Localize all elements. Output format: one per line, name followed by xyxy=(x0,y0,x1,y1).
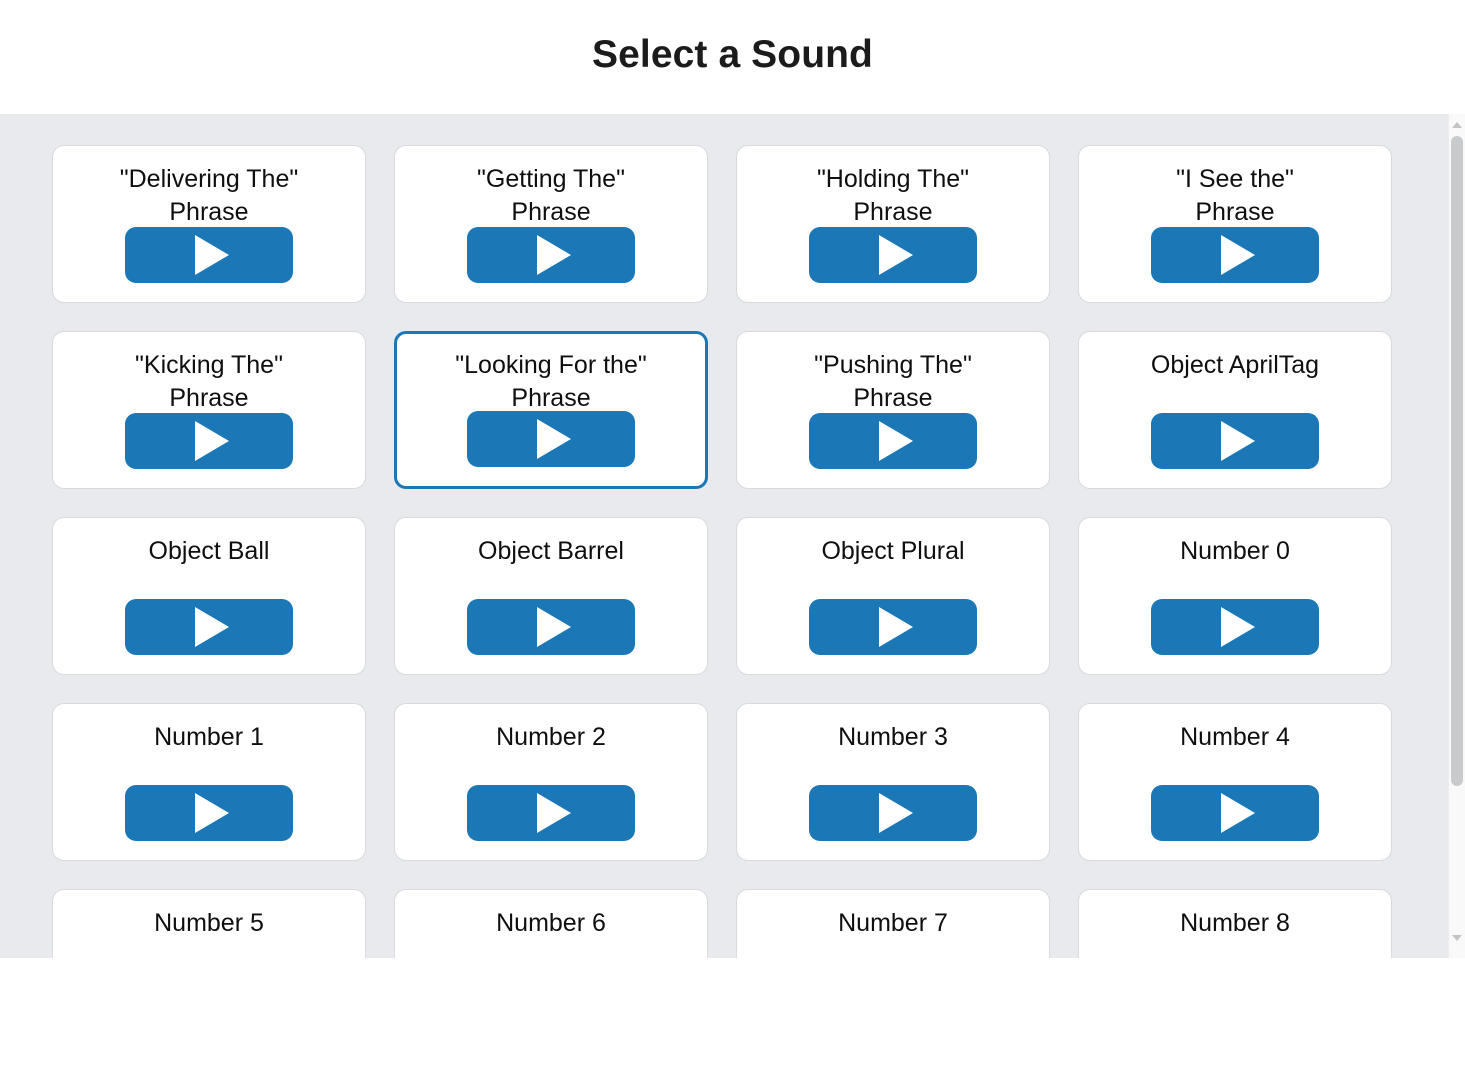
play-triangle-icon xyxy=(879,793,913,833)
chevron-up-icon[interactable] xyxy=(1449,116,1465,133)
play-triangle-icon xyxy=(195,607,229,647)
play-triangle-icon xyxy=(537,235,571,275)
sound-card-label: Object AprilTag xyxy=(1150,351,1320,379)
sound-card-label: "Getting The" Phrase xyxy=(477,165,625,226)
sound-card[interactable]: Object AprilTag xyxy=(1078,331,1392,489)
play-icon[interactable] xyxy=(809,227,977,283)
sound-card[interactable]: "Kicking The" Phrase xyxy=(52,331,366,489)
sound-card-label: Number 5 xyxy=(154,909,264,937)
play-triangle-icon xyxy=(1221,793,1255,833)
play-icon[interactable] xyxy=(467,785,635,841)
play-triangle-icon xyxy=(879,607,913,647)
play-icon[interactable] xyxy=(467,411,635,467)
sound-card-label: "Looking For the" Phrase xyxy=(455,351,647,412)
sound-card-label: Object Ball xyxy=(148,537,270,565)
sound-card-label: Number 0 xyxy=(1180,537,1290,565)
sound-card[interactable]: Object Barrel xyxy=(394,517,708,675)
play-icon[interactable] xyxy=(125,227,293,283)
play-icon[interactable] xyxy=(125,413,293,469)
vertical-scrollbar[interactable] xyxy=(1448,114,1465,958)
play-triangle-icon xyxy=(195,235,229,275)
sound-card-label: Object Barrel xyxy=(478,537,624,565)
play-icon[interactable] xyxy=(1151,599,1319,655)
sound-card[interactable]: Number 3 xyxy=(736,703,1050,861)
play-icon[interactable] xyxy=(809,413,977,469)
dialog-footer: Cancel Send to Robot xyxy=(0,958,1465,1091)
scrollbar-thumb[interactable] xyxy=(1451,136,1463,786)
sound-card-label: "Pushing The" Phrase xyxy=(814,351,972,412)
sound-card[interactable]: Number 0 xyxy=(1078,517,1392,675)
play-triangle-icon xyxy=(537,607,571,647)
sound-card-label: "I See the" Phrase xyxy=(1176,165,1294,226)
chevron-down-icon[interactable] xyxy=(1449,929,1465,946)
sound-card[interactable]: "Looking For the" Phrase xyxy=(394,331,708,489)
sound-card[interactable]: Number 7 xyxy=(736,889,1050,958)
dialog-header: Select a Sound xyxy=(0,0,1465,114)
play-triangle-icon xyxy=(537,419,571,459)
sound-card[interactable]: "Holding The" Phrase xyxy=(736,145,1050,303)
sound-card-label: Number 6 xyxy=(496,909,606,937)
play-triangle-icon xyxy=(1221,421,1255,461)
sound-card[interactable]: Number 8 xyxy=(1078,889,1392,958)
sound-card-grid: "Delivering The" Phrase "Getting The" Phr… xyxy=(0,114,1447,958)
sound-card[interactable]: Number 4 xyxy=(1078,703,1392,861)
play-triangle-icon xyxy=(1221,235,1255,275)
sound-card[interactable]: Object Ball xyxy=(52,517,366,675)
sound-card-label: Number 4 xyxy=(1180,723,1290,751)
play-triangle-icon xyxy=(537,793,571,833)
play-icon[interactable] xyxy=(809,785,977,841)
sound-card-label: "Holding The" Phrase xyxy=(816,165,970,226)
play-triangle-icon xyxy=(879,235,913,275)
sound-card-label: Number 3 xyxy=(838,723,948,751)
sound-card[interactable]: "Getting The" Phrase xyxy=(394,145,708,303)
play-triangle-icon xyxy=(879,421,913,461)
sound-card-label: Number 8 xyxy=(1180,909,1290,937)
sound-card-label: Number 2 xyxy=(496,723,606,751)
play-icon[interactable] xyxy=(467,599,635,655)
play-icon[interactable] xyxy=(125,785,293,841)
sound-list-scroll-area[interactable]: "Delivering The" Phrase "Getting The" Phr… xyxy=(0,114,1465,958)
sound-card[interactable]: "Delivering The" Phrase xyxy=(52,145,366,303)
sound-card[interactable]: "Pushing The" Phrase xyxy=(736,331,1050,489)
sound-card-label: Object Plural xyxy=(821,537,965,565)
play-icon[interactable] xyxy=(809,599,977,655)
sound-card[interactable]: "I See the" Phrase xyxy=(1078,145,1392,303)
play-icon[interactable] xyxy=(1151,785,1319,841)
sound-card-label: "Kicking The" Phrase xyxy=(135,351,283,412)
play-triangle-icon xyxy=(1221,607,1255,647)
sound-card-label: Number 7 xyxy=(838,909,948,937)
sound-card[interactable]: Number 2 xyxy=(394,703,708,861)
sound-card[interactable]: Number 1 xyxy=(52,703,366,861)
play-icon[interactable] xyxy=(1151,413,1319,469)
play-icon[interactable] xyxy=(125,599,293,655)
play-icon[interactable] xyxy=(1151,227,1319,283)
play-triangle-icon xyxy=(195,793,229,833)
sound-card[interactable]: Object Plural xyxy=(736,517,1050,675)
sound-card[interactable]: Number 6 xyxy=(394,889,708,958)
play-triangle-icon xyxy=(195,421,229,461)
sound-card-label: "Delivering The" Phrase xyxy=(119,165,299,226)
page-title: Select a Sound xyxy=(592,32,873,76)
sound-card-label: Number 1 xyxy=(154,723,264,751)
sound-card[interactable]: Number 5 xyxy=(52,889,366,958)
play-icon[interactable] xyxy=(467,227,635,283)
